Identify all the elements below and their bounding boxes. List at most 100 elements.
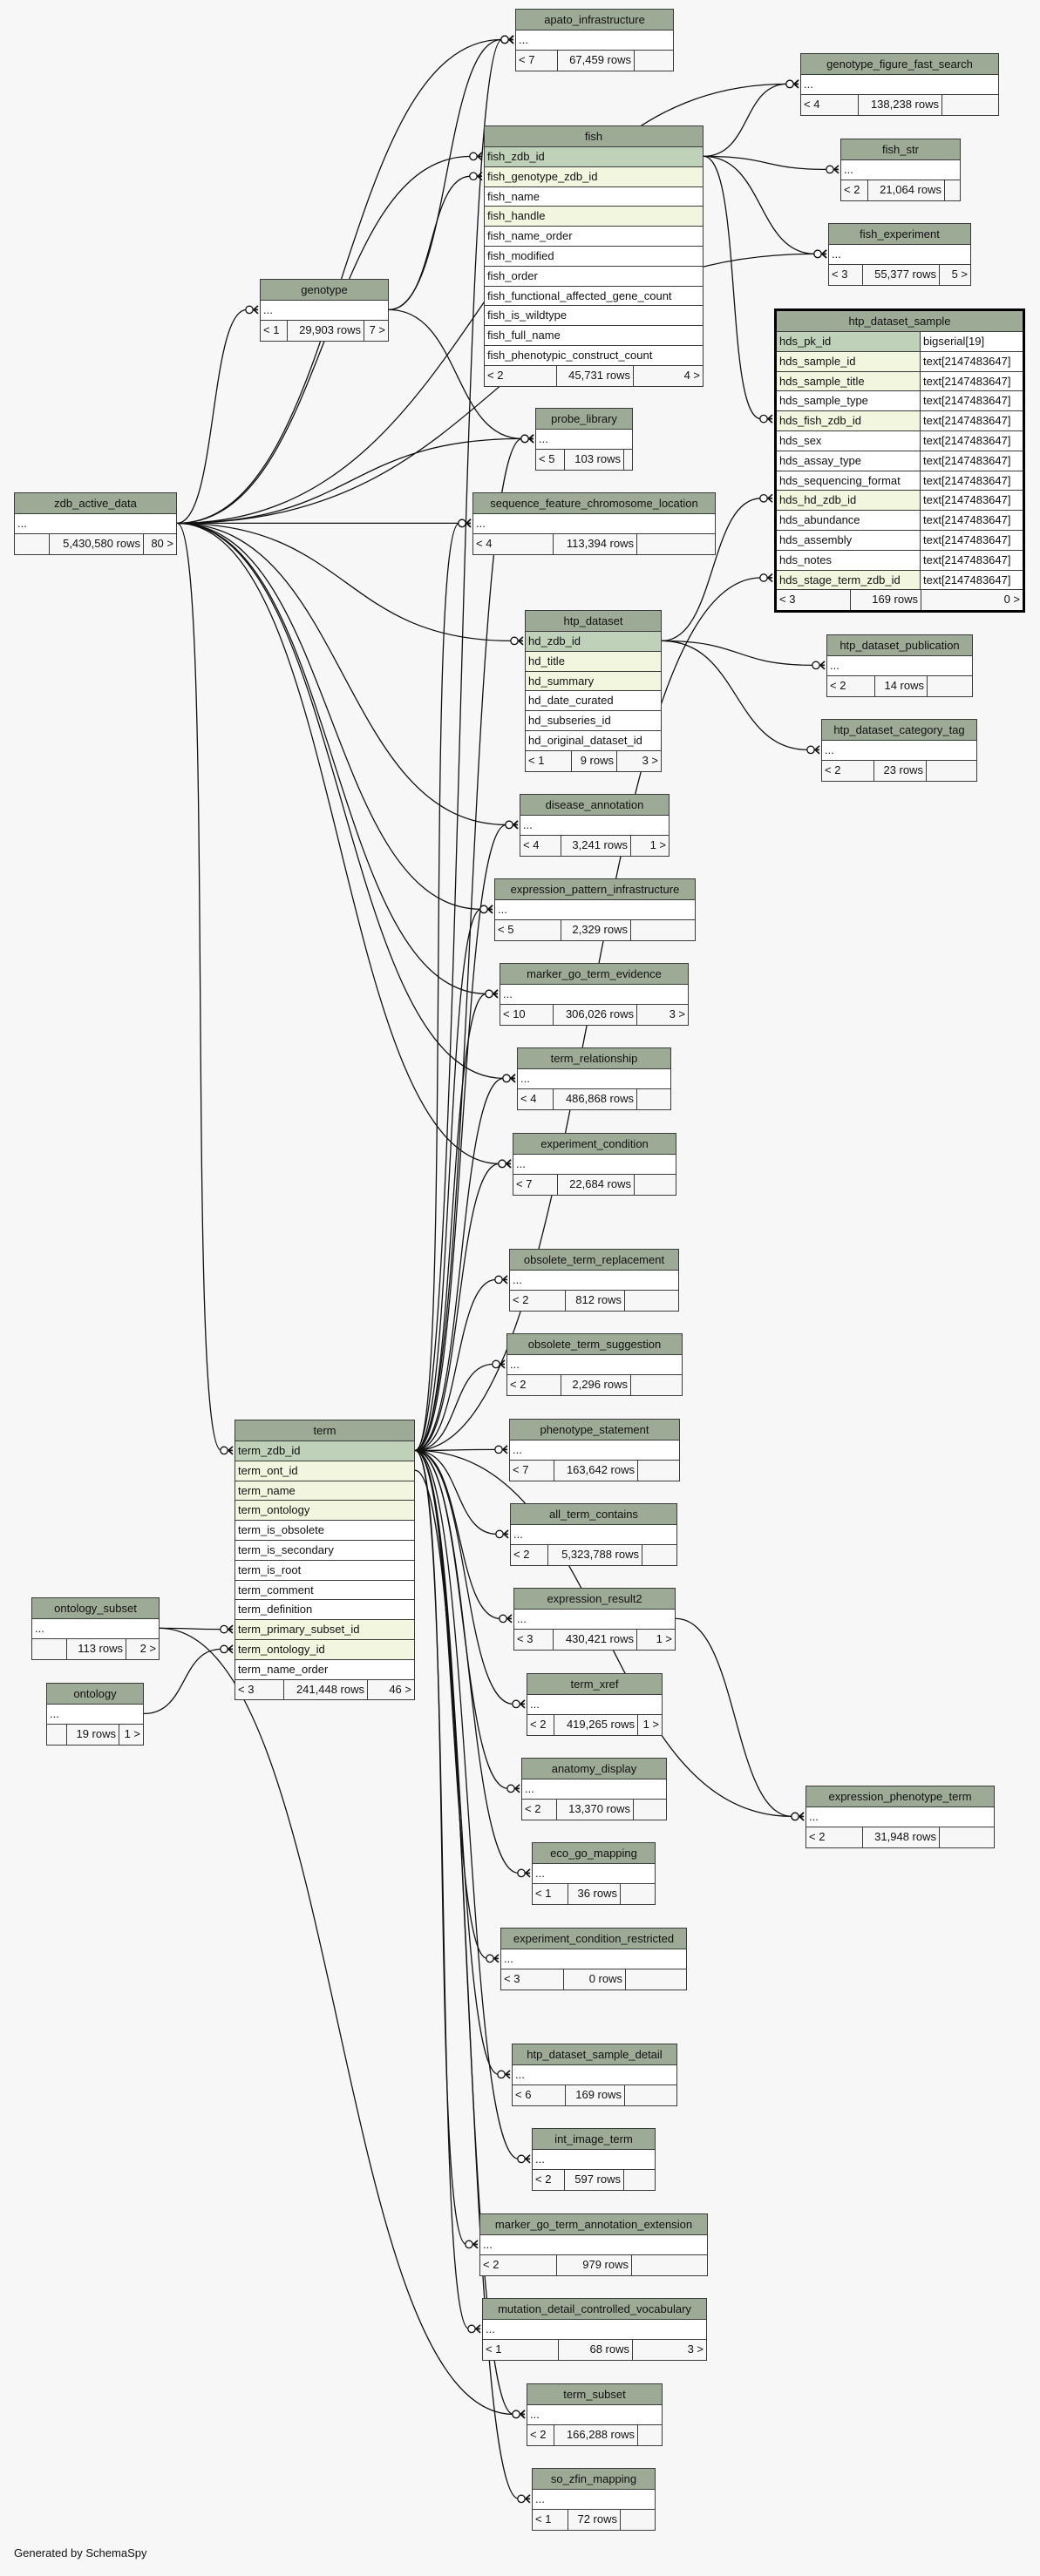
column-row[interactable]: fish_order xyxy=(485,266,703,287)
collapsed-columns-row[interactable]: ... xyxy=(527,1695,662,1715)
column-row[interactable]: hd_title xyxy=(526,651,661,672)
column-row[interactable]: hd_original_dataset_id xyxy=(526,730,661,751)
table-title[interactable]: marker_go_term_evidence xyxy=(500,964,688,985)
collapsed-columns-row[interactable]: ... xyxy=(513,2065,676,2085)
table-title[interactable]: htp_dataset_sample_detail xyxy=(513,2044,676,2065)
parents-count[interactable]: < 7 xyxy=(516,50,558,71)
collapsed-columns-row[interactable]: ... xyxy=(829,245,970,265)
table-title[interactable]: expression_pattern_infrastructure xyxy=(495,879,695,900)
children-count[interactable]: 0 > xyxy=(1003,593,1020,607)
column-row[interactable]: fish_handle xyxy=(485,207,703,227)
table-title[interactable]: htp_dataset_category_tag xyxy=(822,720,976,741)
parents-count[interactable] xyxy=(15,533,50,554)
table-title[interactable]: fish_str xyxy=(841,139,960,160)
column-row[interactable]: term_ontology xyxy=(235,1501,414,1522)
parents-count[interactable]: < 3 xyxy=(829,264,863,285)
collapsed-columns-row[interactable]: ... xyxy=(513,1155,676,1175)
children-count[interactable] xyxy=(635,51,673,71)
collapsed-columns-row[interactable]: ... xyxy=(520,816,669,836)
children-count[interactable]: 7 > xyxy=(369,322,385,336)
table-title[interactable]: htp_dataset_sample xyxy=(777,311,1023,332)
table-title[interactable]: term xyxy=(235,1420,414,1441)
collapsed-columns-row[interactable]: ... xyxy=(522,1779,666,1800)
table-title[interactable]: expression_result2 xyxy=(514,1589,675,1610)
column-row[interactable]: fish_is_wildtype xyxy=(485,306,703,327)
parents-count[interactable]: < 7 xyxy=(513,1174,558,1195)
table-title[interactable]: phenotype_statement xyxy=(510,1420,679,1441)
collapsed-columns-row[interactable]: ... xyxy=(261,301,388,321)
table-title[interactable]: experiment_condition_restricted xyxy=(501,1929,686,1949)
column-row[interactable]: hd_date_curated xyxy=(526,691,661,712)
children-count[interactable]: 46 > xyxy=(389,1682,411,1696)
collapsed-columns-row[interactable]: ... xyxy=(500,985,688,1005)
children-count[interactable]: 1 > xyxy=(124,1726,140,1740)
table-title[interactable]: sequence_feature_chromosome_location xyxy=(473,493,715,514)
column-row[interactable]: term_primary_subset_id xyxy=(235,1620,414,1640)
children-count[interactable]: 2 > xyxy=(139,1641,156,1655)
column-row[interactable]: fish_name_order xyxy=(485,227,703,247)
column-row[interactable]: fish_modified xyxy=(485,246,703,267)
collapsed-columns-row[interactable]: ... xyxy=(501,1949,686,1969)
parents-count[interactable]: < 1 xyxy=(533,1883,568,1904)
collapsed-columns-row[interactable]: ... xyxy=(483,2320,706,2340)
column-row[interactable]: term_name xyxy=(235,1481,414,1502)
table-title[interactable]: probe_library xyxy=(536,409,632,430)
collapsed-columns-row[interactable]: ... xyxy=(510,1271,678,1291)
children-count[interactable]: 3 > xyxy=(687,2342,704,2356)
parents-count[interactable]: < 1 xyxy=(483,2339,559,2360)
children-count[interactable] xyxy=(621,1884,655,1904)
parents-count[interactable]: < 5 xyxy=(495,919,561,940)
table-sequence-feature-chromosome-location[interactable]: sequence_feature_chromosome_location...<… xyxy=(472,492,716,555)
children-count[interactable] xyxy=(625,1291,678,1311)
parents-count[interactable]: < 4 xyxy=(518,1088,554,1109)
children-count[interactable] xyxy=(637,534,715,554)
parents-count[interactable]: < 1 xyxy=(533,2509,568,2530)
parents-count[interactable]: < 3 xyxy=(235,1679,284,1700)
table-title[interactable]: genotype xyxy=(261,280,388,301)
column-row[interactable]: term_zdb_id xyxy=(235,1441,414,1461)
children-count[interactable] xyxy=(642,1545,676,1565)
children-count[interactable]: 3 > xyxy=(669,1007,685,1020)
column-row[interactable]: term_comment xyxy=(235,1580,414,1601)
parents-count[interactable]: < 2 xyxy=(827,675,875,696)
parents-count[interactable]: < 6 xyxy=(513,2085,566,2105)
parents-count[interactable]: < 2 xyxy=(522,1799,557,1820)
collapsed-columns-row[interactable]: ... xyxy=(841,160,960,180)
collapsed-columns-row[interactable]: ... xyxy=(15,514,176,534)
table-marker-go-term-annotation-extension[interactable]: marker_go_term_annotation_extension...< … xyxy=(479,2213,708,2276)
collapsed-columns-row[interactable]: ... xyxy=(516,31,673,51)
parents-count[interactable]: < 3 xyxy=(501,1969,564,1990)
column-row[interactable]: hd_zdb_id xyxy=(526,632,661,652)
collapsed-columns-row[interactable]: ... xyxy=(507,1355,682,1375)
collapsed-columns-row[interactable]: ... xyxy=(473,514,715,534)
column-row[interactable]: fish_phenotypic_construct_count xyxy=(485,345,703,366)
children-count[interactable] xyxy=(928,676,972,696)
table-title[interactable]: disease_annotation xyxy=(520,795,669,816)
table-title[interactable]: htp_dataset_publication xyxy=(827,635,972,656)
parents-count[interactable]: < 2 xyxy=(822,760,874,781)
